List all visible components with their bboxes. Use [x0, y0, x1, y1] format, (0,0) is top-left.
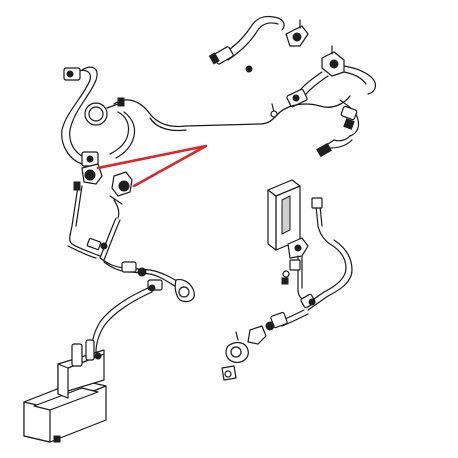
right-bracket-assembly — [267, 179, 353, 311]
highlighted-fitting-lower — [109, 171, 133, 219]
sensor-cable — [113, 95, 351, 132]
highlighted-fitting-upper — [81, 163, 105, 185]
drip-tray — [23, 339, 107, 443]
top-right-tube-assembly — [208, 15, 377, 158]
red-callout-lines — [96, 144, 208, 188]
bottom-right-fittings — [221, 309, 309, 381]
left-vertical-rods — [67, 181, 121, 261]
middle-tube-assembly — [99, 257, 195, 303]
left-tube-gauge-assembly — [61, 66, 136, 167]
drain-tube — [91, 287, 153, 353]
